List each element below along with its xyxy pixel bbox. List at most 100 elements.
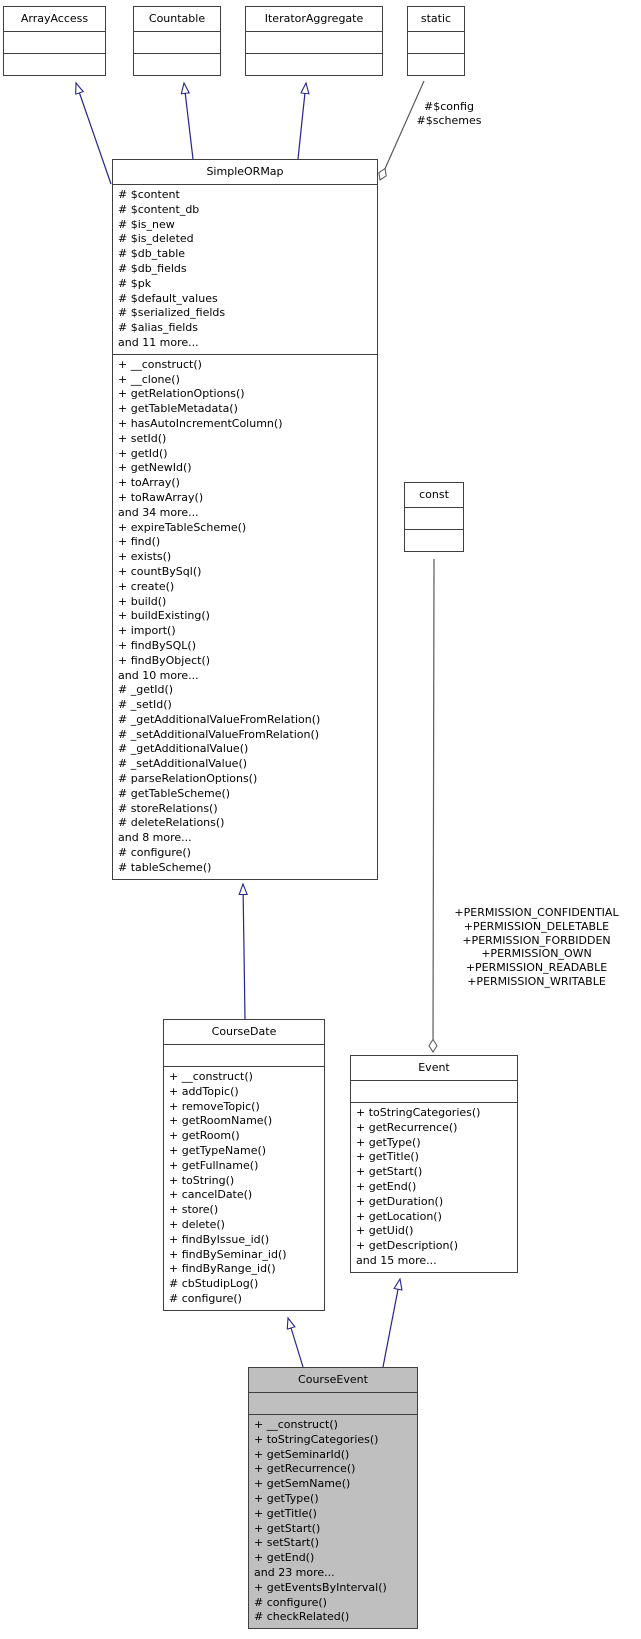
edge-courseevent-event — [382, 1279, 400, 1368]
class-title-event: Event — [351, 1056, 517, 1081]
member-line: +PERMISSION_CONFIDENTIAL — [454, 906, 619, 919]
attributes-compartment — [408, 32, 464, 54]
methods-compartment — [246, 54, 382, 75]
member-line: # configure() — [169, 1291, 242, 1305]
attributes-compartment: # $content# $content_db# $is_new# $is_de… — [113, 185, 377, 355]
member-line: + getEventsByInterval() — [254, 1580, 387, 1594]
member-line: + getType() — [254, 1491, 319, 1505]
member-line: # _getId() — [118, 683, 174, 697]
attributes-compartment — [4, 32, 105, 54]
member-line: + getTitle() — [356, 1150, 419, 1164]
member-line: # $alias_fields — [118, 321, 199, 335]
methods-compartment: + toStringCategories()+ getRecurrence()+… — [351, 1103, 517, 1272]
class-box-arrayaccess[interactable]: ArrayAccess — [3, 6, 106, 76]
member-line: +PERMISSION_WRITABLE — [467, 974, 606, 988]
member-line: + __construct() — [118, 357, 202, 371]
member-line: + getTitle() — [254, 1506, 317, 1520]
class-box-static[interactable]: static — [407, 6, 465, 76]
member-line: + hasAutoIncrementColumn() — [118, 416, 283, 430]
member-line: + getNewId() — [118, 461, 192, 475]
member-line: #$schemes — [416, 113, 482, 127]
member-line: +PERMISSION_DELETABLE — [463, 919, 610, 933]
class-box-courseevent[interactable]: CourseEvent + __construct()+ toStringCat… — [248, 1367, 418, 1630]
member-line: +PERMISSION_FORBIDDEN — [462, 933, 611, 947]
class-title-countable: Countable — [134, 7, 220, 32]
member-line: + findByIssue_id() — [169, 1232, 270, 1246]
edge-const-event-usage — [433, 558, 434, 1052]
edge-label-const-usage: +PERMISSION_CONFIDENTIAL+PERMISSION_DELE… — [432, 906, 641, 989]
member-line: + addTopic() — [169, 1084, 239, 1098]
member-line: + exists() — [118, 550, 172, 564]
member-line: + getFullname() — [169, 1158, 259, 1172]
class-box-coursedate[interactable]: CourseDate + __construct()+ addTopic()+ … — [163, 1019, 325, 1311]
member-line: and 34 more... — [118, 505, 199, 519]
member-line: + getRoomName() — [169, 1114, 273, 1128]
member-line: + toString() — [169, 1173, 235, 1187]
member-line: + getRoom() — [169, 1129, 240, 1143]
member-line: + setStart() — [254, 1536, 319, 1550]
member-line: # configure() — [254, 1595, 327, 1609]
class-box-const[interactable]: const — [404, 482, 464, 552]
member-line: # $is_new — [118, 217, 175, 231]
methods-compartment — [405, 530, 463, 551]
member-line: + toArray() — [118, 476, 180, 490]
member-line: # $db_table — [118, 247, 186, 261]
class-box-countable[interactable]: Countable — [133, 6, 221, 76]
member-line: # cbStudipLog() — [169, 1277, 259, 1291]
member-line: + build() — [118, 594, 167, 608]
methods-compartment: + __construct()+ __clone()+ getRelationO… — [113, 355, 377, 879]
member-line: # _getAdditionalValueFromRelation() — [118, 712, 321, 726]
attributes-compartment — [246, 32, 382, 54]
member-line: and 23 more... — [254, 1565, 335, 1579]
attributes-compartment — [351, 1081, 517, 1103]
member-line: +PERMISSION_OWN — [481, 947, 592, 961]
member-line: + setId() — [118, 431, 167, 445]
member-line: and 10 more... — [118, 668, 199, 682]
member-line: # $pk — [118, 276, 152, 290]
class-box-simpleormap[interactable]: SimpleORMap # $content# $content_db# $is… — [112, 159, 378, 880]
member-line: # _setAdditionalValue() — [118, 757, 248, 771]
member-line: + findBySQL() — [118, 638, 197, 652]
member-line: + getLocation() — [356, 1209, 442, 1223]
member-line: + getStart() — [254, 1521, 321, 1535]
member-line: + expireTableScheme() — [118, 520, 247, 534]
member-line: + getDuration() — [356, 1194, 444, 1208]
member-line: # $default_values — [118, 291, 218, 305]
member-line: + findByObject() — [118, 653, 211, 667]
class-title-coursedate: CourseDate — [164, 1020, 324, 1045]
member-line: + getRelationOptions() — [118, 387, 245, 401]
edge-static-simpleormap-usage — [380, 80, 425, 180]
class-title-courseevent: CourseEvent — [249, 1368, 417, 1393]
methods-compartment: + __construct()+ toStringCategories()+ g… — [249, 1415, 417, 1628]
member-line: # $content — [118, 188, 180, 201]
member-line: + getEnd() — [356, 1179, 417, 1193]
member-line: + getTableMetadata() — [118, 402, 238, 416]
member-line: + getId() — [118, 446, 168, 460]
member-line: + find() — [118, 535, 161, 549]
member-line: + getRecurrence() — [254, 1462, 356, 1476]
member-line: + getDescription() — [356, 1239, 459, 1253]
member-line: + countBySql() — [118, 564, 202, 578]
member-line: + removeTopic() — [169, 1099, 260, 1113]
class-box-event[interactable]: Event + toStringCategories()+ getRecurre… — [350, 1055, 518, 1273]
class-title-const: const — [405, 483, 463, 508]
edge-courseevent-coursedate — [288, 1318, 304, 1368]
member-line: + toStringCategories() — [254, 1432, 379, 1446]
member-line: # $content_db — [118, 202, 200, 216]
member-line: + getUid() — [356, 1224, 414, 1238]
edge-coursedate-simpleormap — [243, 884, 245, 1020]
member-line: # _getAdditionalValue() — [118, 742, 249, 756]
member-line: # tableScheme() — [118, 860, 212, 874]
member-line: # $serialized_fields — [118, 306, 226, 320]
member-line: # deleteRelations() — [118, 816, 225, 830]
class-box-iteratoraggregate[interactable]: IteratorAggregate — [245, 6, 383, 76]
member-line: + create() — [118, 579, 175, 593]
member-line: +PERMISSION_READABLE — [465, 961, 608, 975]
member-line: # getTableScheme() — [118, 786, 231, 800]
member-line: # parseRelationOptions() — [118, 772, 258, 786]
class-title-iteratoraggregate: IteratorAggregate — [246, 7, 382, 32]
member-line: + getSemName() — [254, 1477, 351, 1491]
edge-simpleormap-arrayaccess — [76, 83, 112, 185]
member-line: + buildExisting() — [118, 609, 210, 623]
